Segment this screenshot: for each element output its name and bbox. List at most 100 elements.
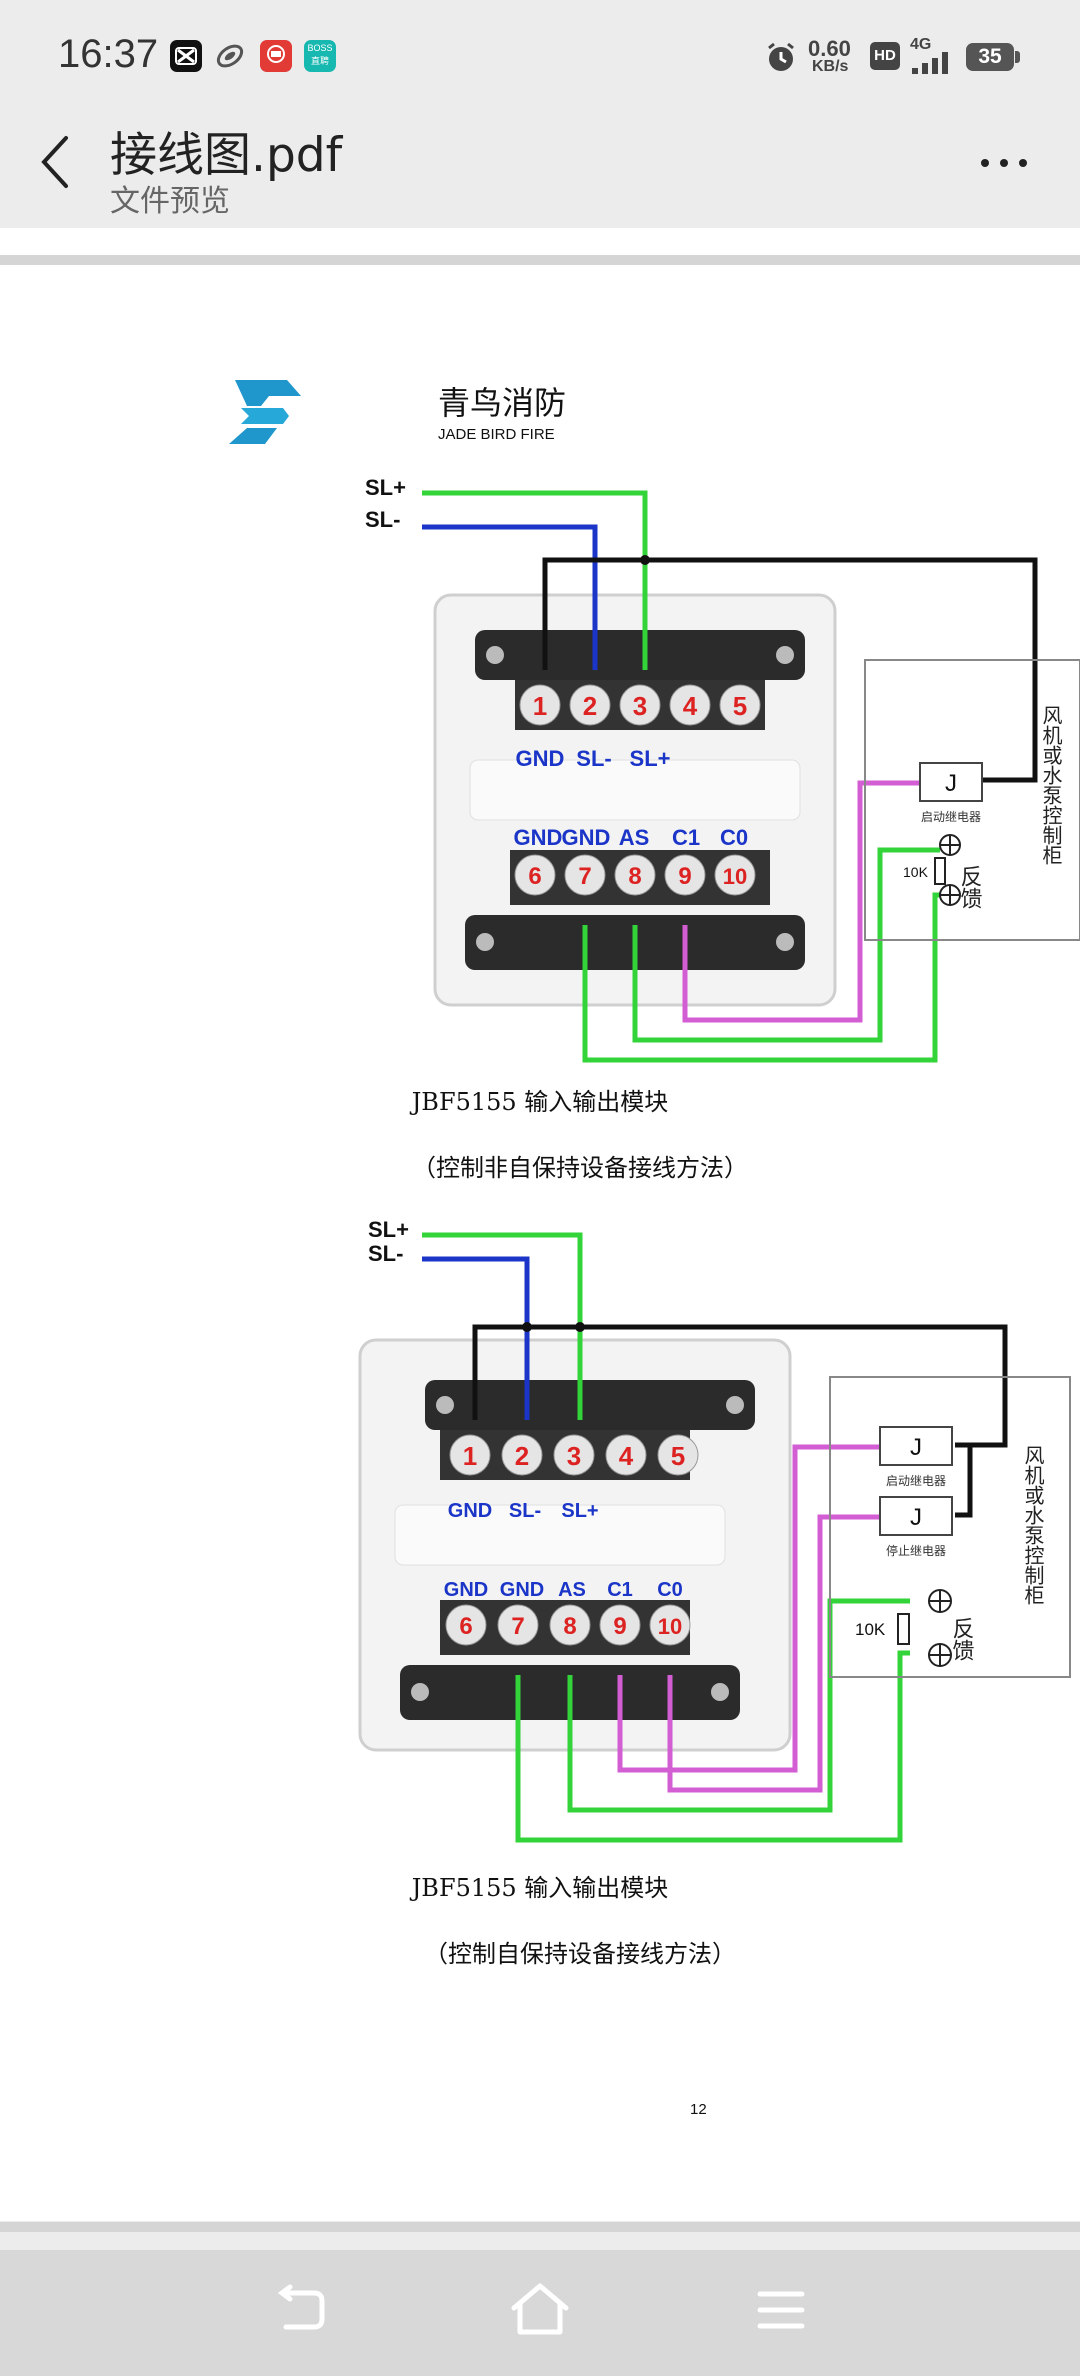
app-bar [0,115,1080,227]
wiring-diagram-2: 1 2 3 4 5 GND SL- SL+ GND GND AS C1 C0 6… [358,1217,1071,1843]
terminal-1-number: 1 [533,691,547,721]
red-app-icon [260,40,292,72]
terminal-8-number: 8 [628,863,641,890]
bottom-terminals: 6 7 8 9 10 [514,854,756,896]
terminal-7-number: 7 [578,863,591,890]
terminal-6-number: 6 [459,1613,472,1640]
relay-stop-box [879,1496,953,1536]
terminal-7-number: 7 [511,1613,524,1640]
wire-gnd [472,1324,1008,1448]
relay-start-box [879,1426,953,1466]
capcut-icon [170,40,202,72]
jade-bird-logo-icon [229,380,301,444]
bus-label-sl-minus: SL- [365,507,400,532]
top-terminals: 1 2 3 4 5 [449,1434,699,1476]
terminal-2-number: 2 [583,691,597,721]
terminal-1-number: 1 [463,1441,477,1471]
relay-stop-label: J [910,1504,922,1531]
terminal-3-number: 3 [567,1441,581,1471]
hd-badge: HD [870,42,900,70]
page-number: 12 [690,2101,707,2118]
bottom-label-c0: C0 [657,1579,683,1601]
top-label-gnd: GND [516,746,565,771]
battery-level: 35 [978,45,1002,68]
page-title: 接线图.pdf [110,128,343,183]
wire-sl-minus [422,1256,530,1420]
bottom-label-gnd-1: GND [444,1579,488,1601]
chevron-left-icon[interactable] [34,130,78,194]
terminal-10-number: 10 [658,1614,682,1639]
terminal-4-number: 4 [683,691,698,721]
bottom-label-as: AS [558,1579,586,1601]
wire-as [632,847,940,1043]
terminal-5-number: 5 [733,691,747,721]
terminal-4 [669,684,711,726]
top-label-gnd: GND [448,1500,492,1522]
page-divider-bottom [0,2222,1080,2232]
clock: 16:37 [58,32,159,76]
page-divider-top [0,255,1080,265]
bus-label-sl-plus: SL+ [365,475,406,500]
brand-name: 青鸟消防 [438,384,567,422]
navigation-bar [0,2250,1080,2376]
diagram-1-title: JBF5155 输入输出模块 [411,1088,669,1116]
diagram-2-title: JBF5155 输入输出模块 [411,1874,669,1902]
wire-sl-plus [422,490,648,670]
wiring-diagram-1: 1 2 3 4 5 GND SL- SL+ GND GND AS C1 C0 6… [365,475,1080,1063]
relay-stop-caption: 停止继电器 [886,1543,946,1558]
wire-gnd-2 [582,892,940,1063]
status-bar: 16:37 BOSS 直聘 0.60 KB/s HD 4G 35 [0,0,1080,115]
terminal-2 [569,684,611,726]
diagram-1-subtitle: （控制非自保持设备接线方法） [412,1154,748,1182]
terminal-9-number: 9 [613,1613,626,1640]
relay-start-caption: 启动继电器 [886,1474,946,1488]
more-icon[interactable] [975,148,1035,178]
bottom-label-gnd-2: GND [562,825,611,850]
cabinet-label: 风机或水泵控制柜 [1039,705,1062,865]
terminal-4-number: 4 [619,1441,634,1471]
top-terminals: 1 2 3 4 5 [519,684,761,726]
bottom-label-as: AS [619,825,650,850]
brand-name-en: JADE BIRD FIRE [438,426,555,443]
net-speed-unit: KB/s [812,58,849,75]
wire-sl-minus [422,524,598,670]
wire-c1 [617,1444,880,1773]
terminal-3-number: 3 [633,691,647,721]
relay-caption: 启动继电器 [921,810,981,824]
resistor [897,1613,910,1645]
top-terminal-bar [475,630,805,680]
bus-label-sl-minus: SL- [368,1241,403,1266]
signal-icon [912,52,948,74]
terminal-9-number: 9 [678,863,691,890]
resistor-label: 10K [903,864,929,880]
wire-sl-plus [422,1232,583,1420]
nav-back-icon[interactable] [270,2283,330,2337]
nav-home-icon[interactable] [508,2280,572,2340]
bottom-label-gnd-1: GND [514,825,563,850]
top-terminal-bar [425,1380,755,1430]
diagram-2-subtitle: （控制自保持设备接线方法） [424,1940,736,1968]
relay-box [919,762,983,802]
nav-menu-icon[interactable] [756,2288,806,2332]
alarm-icon [768,42,794,71]
wire-gnd-2 [515,1650,910,1843]
bottom-terminals: 6 7 8 9 10 [445,1604,691,1646]
control-cabinet-box [829,1376,1071,1678]
control-cabinet-box [864,659,1080,941]
terminal-6-number: 6 [528,863,541,890]
terminal-2-number: 2 [515,1441,529,1471]
feedback-label: 反馈 [950,1617,975,1661]
link-icon [216,44,244,68]
bottom-label-c0: C0 [720,825,748,850]
top-label-sl-plus: SL+ [561,1500,598,1522]
terminal-1 [519,684,561,726]
boss-app-label-top: BOSS [307,43,333,53]
page-subtitle: 文件预览 [110,184,230,219]
terminal-8-number: 8 [563,1613,576,1640]
bottom-label-gnd-2: GND [500,1579,544,1601]
top-label-sl-plus: SL+ [630,746,671,771]
wire-as [567,1598,910,1813]
wire-c1 [682,780,920,1023]
terminal-5-number: 5 [671,1441,685,1471]
relay-label: J [945,770,957,797]
